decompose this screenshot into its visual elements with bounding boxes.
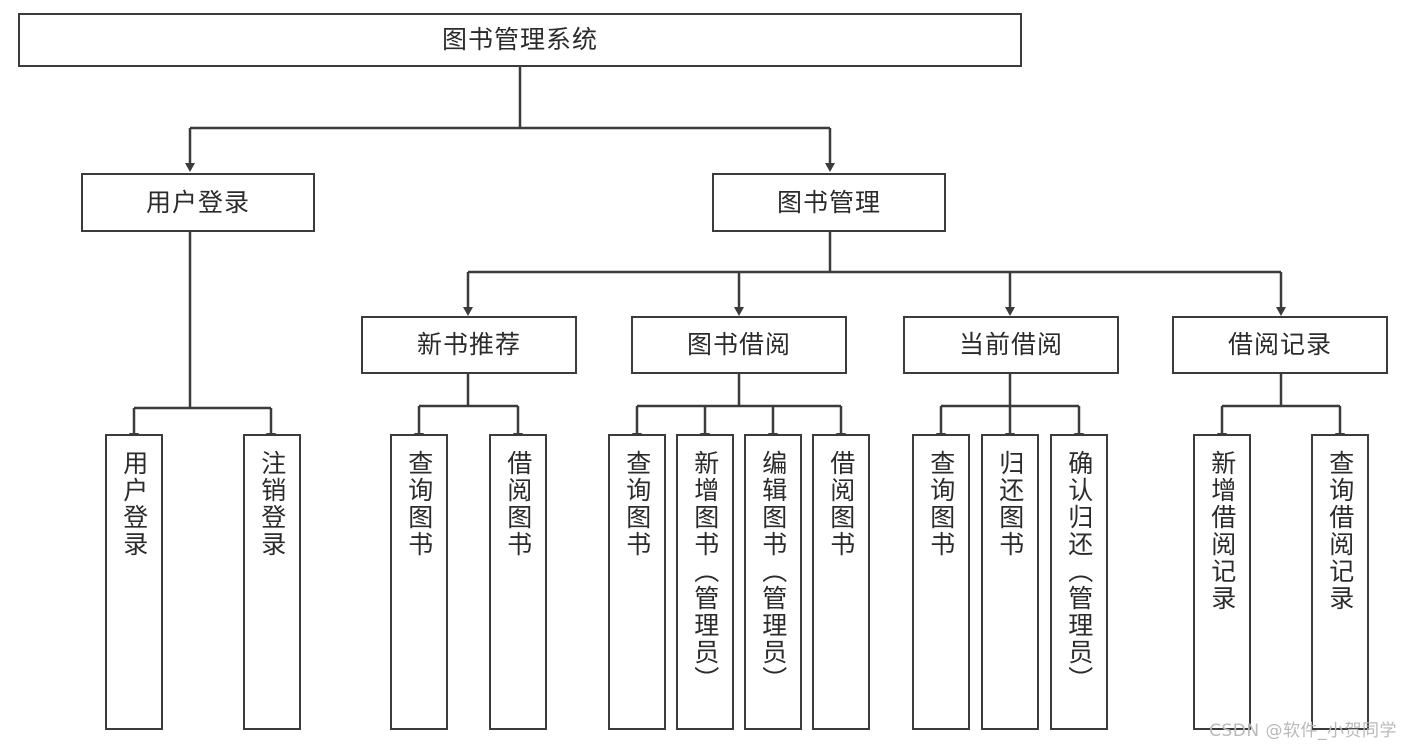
leaf-query-book-borrow-label: 查询图书 [622,450,652,558]
node-root[interactable]: 图书管理系统 [18,13,1022,67]
leaf-query-book-recommend[interactable]: 查询图书 [390,434,448,730]
node-book-management[interactable]: 图书管理 [712,173,946,232]
leaf-query-book-borrow[interactable]: 查询图书 [608,434,666,730]
leaf-add-book-admin-label: 新增图书（管理员） [690,450,720,693]
node-book-management-label: 图书管理 [776,187,881,217]
leaf-add-borrow-record[interactable]: 新增借阅记录 [1193,434,1251,730]
leaf-borrow-book-recommend[interactable]: 借阅图书 [489,434,547,730]
node-current-borrow-label: 当前借阅 [958,330,1063,360]
node-borrow-record-label: 借阅记录 [1227,330,1332,360]
node-new-book-recommend[interactable]: 新书推荐 [361,316,577,374]
node-book-borrow[interactable]: 图书借阅 [631,316,847,374]
node-root-label: 图书管理系统 [441,25,598,55]
node-borrow-record[interactable]: 借阅记录 [1172,316,1388,374]
leaf-borrow-book[interactable]: 借阅图书 [812,434,870,730]
leaf-add-borrow-record-label: 新增借阅记录 [1207,450,1237,612]
leaf-query-book-recommend-label: 查询图书 [404,450,434,558]
leaf-edit-book-admin-label: 编辑图书（管理员） [758,450,788,693]
node-new-book-recommend-label: 新书推荐 [416,330,521,360]
node-user-login[interactable]: 用户登录 [81,173,315,232]
leaf-logout-label: 注销登录 [257,450,287,558]
leaf-logout[interactable]: 注销登录 [243,434,301,730]
leaf-query-borrow-record[interactable]: 查询借阅记录 [1311,434,1369,730]
leaf-query-book-current[interactable]: 查询图书 [912,434,970,730]
leaf-user-login-label: 用户登录 [119,450,149,558]
leaf-borrow-book-label: 借阅图书 [826,450,856,558]
leaf-return-book-label: 归还图书 [995,450,1025,558]
leaf-return-book[interactable]: 归还图书 [981,434,1039,730]
node-user-login-label: 用户登录 [145,187,250,217]
watermark-text: CSDN @软件_小贺同学 [1209,721,1397,741]
leaf-add-book-admin[interactable]: 新增图书（管理员） [676,434,734,730]
leaf-edit-book-admin[interactable]: 编辑图书（管理员） [744,434,802,730]
leaf-confirm-return-admin-label: 确认归还（管理员） [1064,450,1094,693]
leaf-borrow-book-recommend-label: 借阅图书 [503,450,533,558]
leaf-user-login[interactable]: 用户登录 [105,434,163,730]
node-current-borrow[interactable]: 当前借阅 [903,316,1119,374]
node-book-borrow-label: 图书借阅 [686,330,791,360]
leaf-query-borrow-record-label: 查询借阅记录 [1325,450,1355,612]
leaf-confirm-return-admin[interactable]: 确认归还（管理员） [1050,434,1108,730]
leaf-query-book-current-label: 查询图书 [926,450,956,558]
